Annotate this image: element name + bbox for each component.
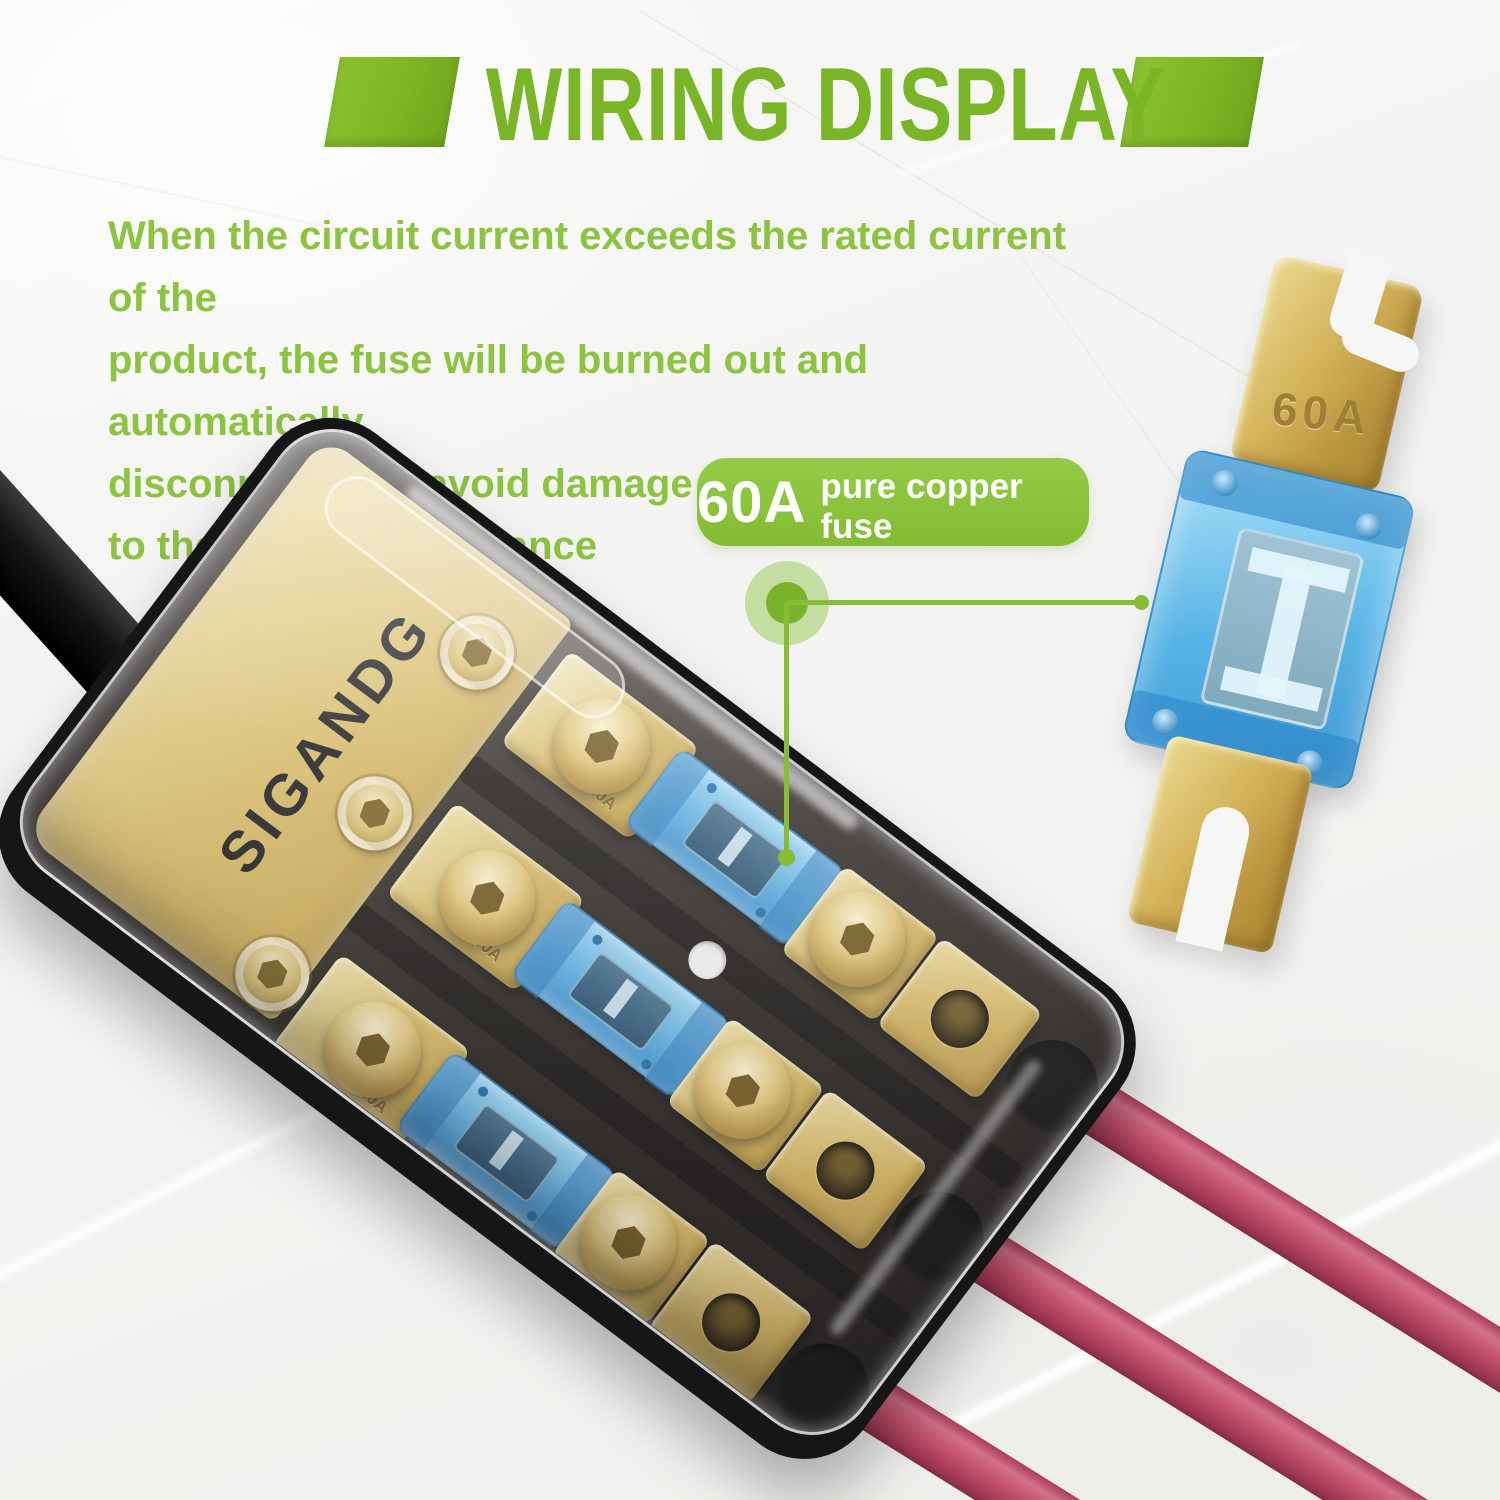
callout-label: pure copper fuse: [820, 467, 1023, 546]
fuse-window: [1199, 526, 1365, 731]
callout-endpoint-icon: [778, 849, 795, 866]
callout-pill: 60A pure copper fuse: [697, 458, 1089, 546]
callout-amp-value: 60A: [697, 469, 807, 535]
fuse-top-tab: [1228, 253, 1425, 495]
title-accent-left: [324, 57, 460, 147]
fuse-housing: [1121, 447, 1417, 793]
description-line: When the circuit current exceeds the rat…: [108, 214, 1067, 320]
callout-endpoint-icon: [1134, 595, 1149, 610]
callout-line-to-block: [784, 603, 789, 857]
page-title: WIRING DISPLAY: [485, 47, 1166, 163]
description-text: When the circuit current exceeds the rat…: [108, 205, 1108, 577]
callout-line-to-fuse: [787, 600, 1143, 605]
description-line: product, the fuse will be burned out and…: [108, 338, 868, 444]
